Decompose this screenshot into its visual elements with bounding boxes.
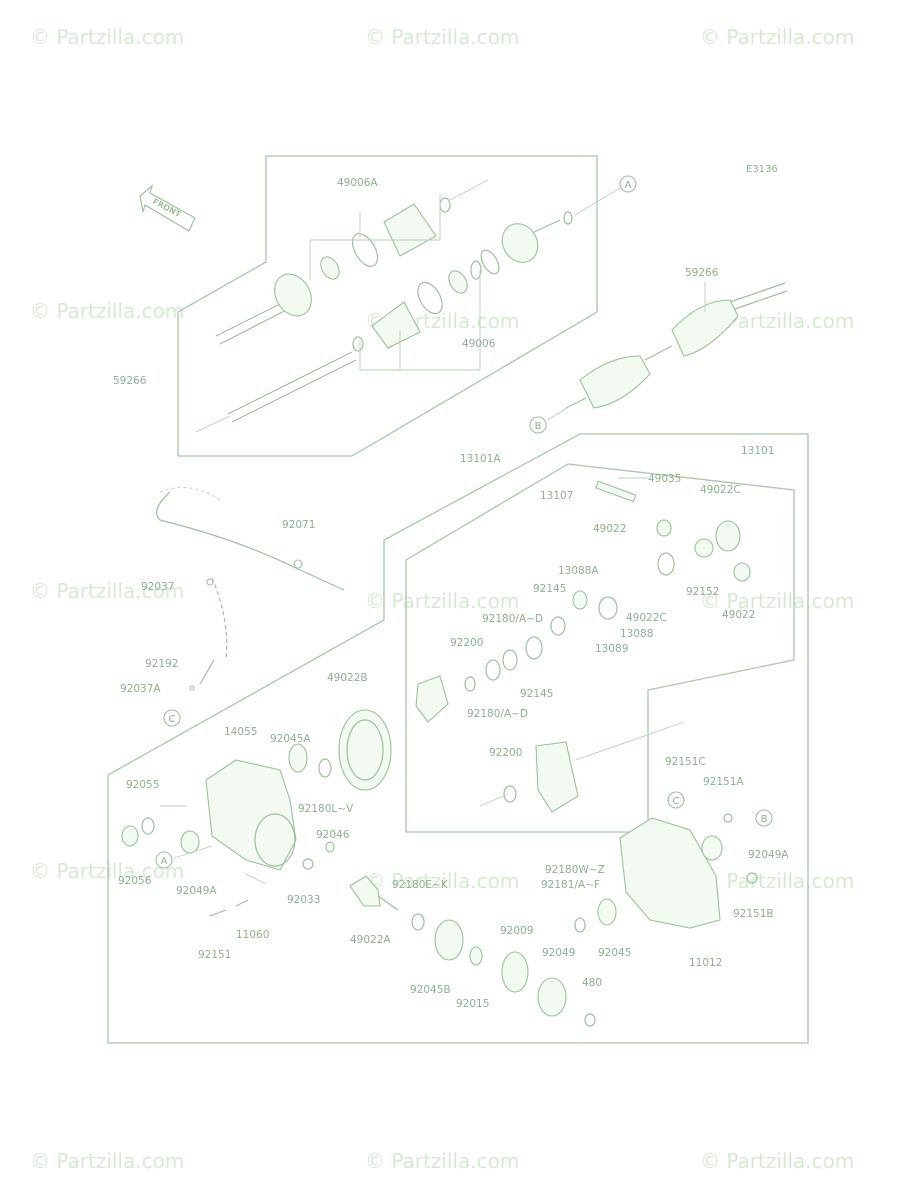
- part-label[interactable]: 92037: [141, 581, 174, 593]
- part-label[interactable]: 92049: [542, 947, 575, 959]
- part-label[interactable]: 92049A: [176, 885, 217, 897]
- ref-marker-b: [755, 809, 773, 827]
- part-label[interactable]: 92180/A~D: [482, 613, 543, 625]
- differential-frame: [405, 463, 795, 833]
- ref-marker-a: [619, 175, 637, 193]
- part-label[interactable]: 49022C: [626, 612, 667, 624]
- watermark: © Partzilla.com: [700, 25, 854, 49]
- part-label[interactable]: 92033: [287, 894, 320, 906]
- ref-marker-label: B: [535, 421, 542, 432]
- part-label[interactable]: 92046: [316, 829, 350, 841]
- part-label[interactable]: 92151A: [703, 776, 744, 788]
- ref-marker-c: [163, 709, 181, 727]
- part-label[interactable]: 92152: [686, 586, 719, 598]
- part-label[interactable]: 49035: [648, 473, 681, 485]
- watermark: © Partzilla.com: [30, 579, 184, 603]
- diagram-code: E3136: [746, 164, 778, 175]
- part-label[interactable]: 14055: [224, 726, 257, 738]
- ref-marker-label: A: [161, 856, 168, 867]
- part-label[interactable]: 49006A: [337, 177, 378, 189]
- part-label[interactable]: 92181/A~F: [541, 879, 600, 891]
- reference-markers: A B A B C C: [155, 175, 773, 869]
- part-label[interactable]: 92180E~K: [392, 879, 449, 891]
- part-label[interactable]: 92145: [533, 583, 566, 595]
- part-label[interactable]: 92045B: [410, 984, 451, 996]
- watermark: © Partzilla.com: [365, 25, 519, 49]
- part-label[interactable]: 49022A: [350, 934, 391, 946]
- gear-case-housing: [121, 743, 758, 1027]
- ref-marker-a: [155, 851, 173, 869]
- breather-hose: [156, 487, 345, 691]
- watermark: © Partzilla.com: [365, 589, 519, 613]
- part-label[interactable]: 92037A: [120, 683, 161, 695]
- part-label[interactable]: 92045: [598, 947, 631, 959]
- drive-axle-assembly: [195, 179, 621, 433]
- part-label[interactable]: 59266: [685, 267, 719, 279]
- part-label[interactable]: 92151B: [733, 908, 774, 920]
- part-label[interactable]: 92180W~Z: [545, 864, 605, 876]
- part-label[interactable]: 92015: [456, 998, 489, 1010]
- part-number-labels: 49006A 49006 59266 59266 13101A 13101 49…: [113, 177, 789, 1010]
- part-label[interactable]: 13088A: [558, 565, 599, 577]
- front-direction-arrow: FRONT: [139, 184, 196, 232]
- part-label[interactable]: 11060: [236, 929, 269, 941]
- watermark-layer: © Partzilla.com © Partzilla.com © Partzi…: [30, 25, 854, 1173]
- part-label[interactable]: 92055: [126, 779, 159, 791]
- part-label[interactable]: 13101: [741, 445, 774, 457]
- part-label[interactable]: 13089: [595, 643, 628, 655]
- part-label[interactable]: 92071: [282, 519, 315, 531]
- part-label[interactable]: 92145: [520, 688, 553, 700]
- ref-marker-label: B: [761, 814, 768, 825]
- watermark: © Partzilla.com: [365, 1149, 519, 1173]
- part-label[interactable]: 49006: [462, 338, 496, 350]
- part-label[interactable]: 59266: [113, 375, 147, 387]
- axle-group-frame: [177, 155, 598, 457]
- ref-marker-label: C: [169, 714, 176, 725]
- part-label[interactable]: 480: [582, 977, 602, 989]
- ref-marker-b: [529, 416, 547, 434]
- watermark: © Partzilla.com: [30, 25, 184, 49]
- part-label[interactable]: 92151C: [665, 756, 706, 768]
- part-label[interactable]: 92180/A~D: [467, 708, 528, 720]
- part-label[interactable]: 92045A: [270, 733, 311, 745]
- part-label[interactable]: 92151: [198, 949, 231, 961]
- watermark: © Partzilla.com: [700, 1149, 854, 1173]
- differential-internals: [338, 477, 751, 813]
- part-label[interactable]: 92200: [489, 747, 522, 759]
- part-label[interactable]: 13101A: [460, 453, 501, 465]
- part-label[interactable]: 92056: [118, 875, 152, 887]
- part-label[interactable]: 92192: [145, 658, 178, 670]
- ref-marker-c: [667, 791, 685, 809]
- part-label[interactable]: 92009: [500, 925, 533, 937]
- part-label[interactable]: 92200: [450, 637, 483, 649]
- watermark: © Partzilla.com: [700, 869, 854, 893]
- watermark: © Partzilla.com: [30, 299, 184, 323]
- watermark: © Partzilla.com: [365, 869, 519, 893]
- part-label[interactable]: 92049A: [748, 849, 789, 861]
- gear-case-frame: [107, 433, 809, 1044]
- ref-marker-label: C: [673, 796, 680, 807]
- part-label[interactable]: 49022B: [327, 672, 368, 684]
- part-label[interactable]: 13088: [620, 628, 653, 640]
- part-label[interactable]: 49022: [722, 609, 755, 621]
- watermark: © Partzilla.com: [30, 1149, 184, 1173]
- part-label[interactable]: 49022: [593, 523, 626, 535]
- drive-axle-59266: [547, 282, 788, 421]
- part-label[interactable]: 92180L~V: [298, 803, 354, 815]
- part-label[interactable]: 11012: [689, 957, 722, 969]
- part-label[interactable]: 13107: [540, 490, 573, 502]
- part-label[interactable]: 49022C: [700, 484, 741, 496]
- ref-marker-label: A: [625, 180, 632, 191]
- front-label: FRONT: [151, 197, 183, 220]
- watermark: © Partzilla.com: [700, 589, 854, 613]
